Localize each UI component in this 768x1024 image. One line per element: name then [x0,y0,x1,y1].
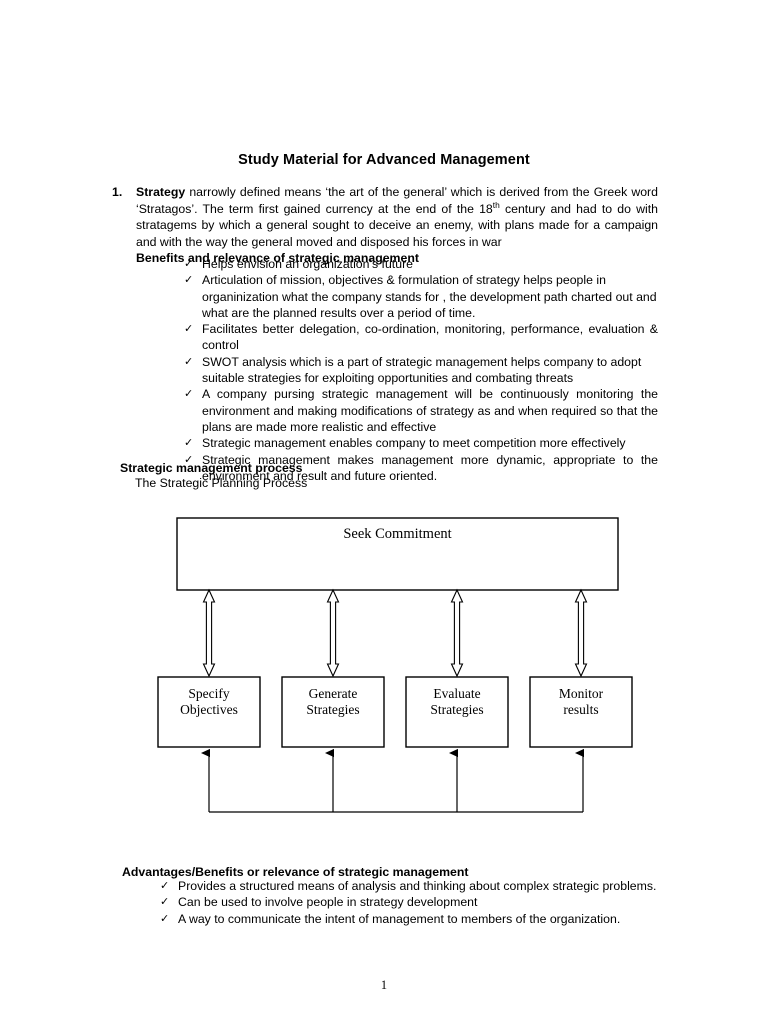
advantages-bullet-item-text: A way to communicate the intent of manag… [178,911,621,926]
section-heading-process: Strategic management process [120,461,303,475]
benefits-bullet-item-text: Strategic management makes management mo… [202,452,658,483]
benefits-bullet-list: ✓ Helps envision an organization’s future… [184,256,658,484]
item-text-before-superscript: narrowly defined means ‘the art of the g… [136,185,658,216]
double-arrow-4 [574,588,588,678]
benefits-bullet-item-text: A company pursing strategic management w… [202,387,658,434]
item-number: 1. [112,185,123,199]
checkmark-icon: ✓ [184,257,194,270]
benefits-bullet-item-text: SWOT analysis which is a part of strateg… [202,354,642,386]
advantages-bullet-item: ✓ Can be used to involve people in strate… [160,894,660,910]
checkmark-icon: ✓ [184,354,194,368]
benefits-bullet-item-text: Helps envision an organization’s future [202,257,413,271]
diagram-box-1-line2: Objectives [180,702,238,717]
advantages-bullet-item: ✓ A way to communicate the intent of mana… [160,911,660,927]
advantages-bullet-item-text: Provides a structured means of analysis … [178,879,657,893]
diagram-box-seek-commitment [176,517,619,591]
diagram-box-3-line2: Strategies [430,702,483,717]
diagram-box-4-line2: results [563,702,598,717]
benefits-bullet-item: ✓ Facilitates better delegation, co-ordin… [184,321,658,354]
advantages-bullet-list: ✓ Provides a structured means of analysis… [160,878,660,927]
benefits-bullet-item: ✓ Strategic management makes management m… [184,452,658,485]
diagram-box-1-line1: Specify [188,686,229,701]
benefits-bullet-item: ✓ Articulation of mission, objectives & f… [184,272,658,321]
benefits-bullet-item-text: Strategic management enables company to … [202,436,626,451]
diagram-box-2-line1: Generate [309,686,358,701]
item-lead-term: Strategy [136,185,186,199]
benefits-bullet-item-text: Articulation of mission, objectives & fo… [202,273,657,320]
benefits-bullet-item: ✓ SWOT analysis which is a part of strate… [184,354,658,387]
double-arrow-1 [202,588,216,678]
checkmark-icon: ✓ [184,387,194,401]
item-text-after-superscript: century and had to do with stratagems by… [136,201,658,249]
checkmark-icon: ✓ [160,895,170,909]
checkmark-icon: ✓ [184,452,194,466]
double-arrow-2 [326,588,340,678]
diagram-box-3-line1: Evaluate [433,686,480,701]
checkmark-icon: ✓ [184,273,194,287]
benefits-subheading: Benefits and relevance of strategic mana… [136,251,419,266]
checkmark-icon: ✓ [184,322,194,336]
diagram-box-generate-strategies [281,676,385,748]
checkmark-icon: ✓ [184,436,194,450]
diagram-box-seek-commitment-label: Seek Commitment [343,526,451,542]
diagram-box-specify-objectives [157,676,261,748]
diagram-box-2-line2: Strategies [306,702,359,717]
item-paragraph: Strategy narrowly defined means ‘the art… [136,184,658,267]
double-arrow-3 [450,588,464,678]
section-subheading-planning-process: The Strategic Planning Process [135,476,308,490]
benefits-bullet-item: ✓ Strategic management enables company to… [184,435,658,451]
checkmark-icon: ✓ [160,879,170,892]
benefits-bullet-item: ✓ Helps envision an organization’s future [184,256,658,272]
advantages-bullet-item-text: Can be used to involve people in strateg… [178,895,478,910]
page-title: Study Material for Advanced Management [238,152,530,168]
strategic-planning-process-diagram: Seek Commitment Specify Objectives Gener… [140,512,650,824]
page-number: 1 [380,978,388,992]
advantages-bullet-item: ✓ Provides a structured means of analysis… [160,878,660,894]
section-heading-advantages: Advantages/Benefits or relevance of stra… [122,865,469,879]
diagram-box-monitor-results [529,676,633,748]
diagram-box-4-line1: Monitor [559,686,604,701]
checkmark-icon: ✓ [160,911,170,925]
superscript-ordinal: th [492,199,500,210]
numbered-item-1: 1. Strategy narrowly defined means ‘the … [112,184,658,267]
diagram-box-evaluate-strategies [405,676,509,748]
benefits-bullet-item: ✓ A company pursing strategic management … [184,386,658,435]
benefits-bullet-item-text: Facilitates better delegation, co-ordina… [202,322,658,353]
